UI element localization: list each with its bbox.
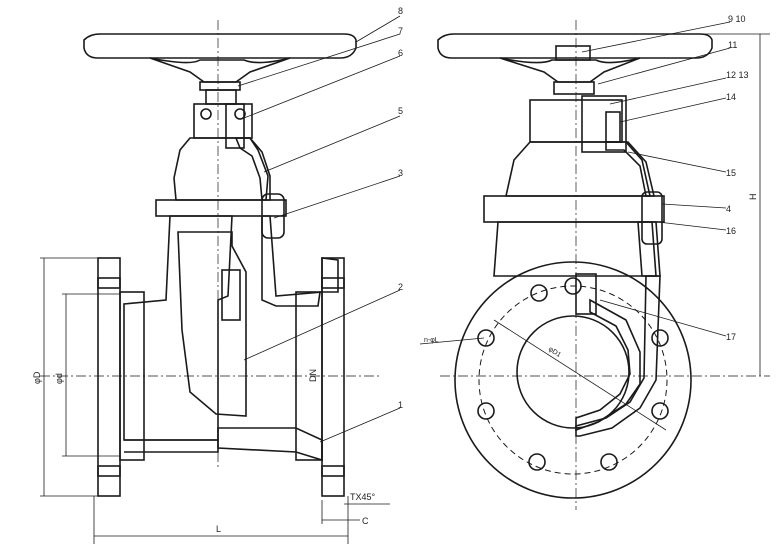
stem-cap-left	[205, 89, 237, 105]
leader-5	[263, 115, 401, 173]
flange-bolt-right	[641, 191, 663, 245]
front-section-view	[40, 15, 401, 544]
body-neck-right	[493, 221, 661, 277]
leader-11	[597, 47, 731, 85]
handwheel-right	[437, 33, 713, 59]
balloon-4: 4	[726, 204, 731, 214]
dim-D1-line	[493, 319, 667, 431]
wedge-gate-left	[177, 231, 247, 417]
body-wall-section-right	[575, 275, 661, 437]
flange-right-end	[321, 257, 345, 497]
bore	[516, 315, 630, 429]
bolt-left-b	[234, 108, 246, 120]
bolt-hole-4	[528, 453, 546, 471]
leader-6	[243, 55, 401, 119]
leader-1	[319, 407, 401, 443]
leader-16	[657, 221, 727, 231]
bolt-hole-3	[477, 402, 495, 420]
handwheel-hub-left	[149, 57, 291, 83]
bonnet-wall-right	[605, 141, 656, 197]
dim-label-H: H	[748, 194, 758, 201]
balloon-5: 5	[398, 106, 403, 116]
leader-8	[355, 15, 401, 43]
balloon-11: 11	[728, 40, 737, 50]
bolt-hole-2	[477, 329, 495, 347]
handwheel-hub-right	[499, 57, 641, 83]
bonnet-right	[505, 141, 651, 197]
leader-2	[243, 289, 401, 361]
dim-label-d: φd	[54, 373, 64, 384]
bonnet-flange-right	[483, 195, 665, 223]
leader-1213	[609, 77, 727, 105]
body-bottom-section	[217, 427, 323, 462]
handwheel-cap-right	[555, 45, 591, 61]
balloon-2: 2	[398, 282, 403, 292]
bolt-hole-6	[651, 402, 669, 420]
dim-label-L: L	[216, 524, 221, 534]
leader-bolts	[419, 337, 485, 345]
gland-section-left	[225, 103, 245, 149]
leader-14	[619, 97, 727, 123]
dim-label-bolts: n-φL	[424, 337, 439, 344]
body-wall-section-left	[261, 215, 339, 307]
side-section-view	[419, 20, 770, 510]
balloon-3: 3	[398, 168, 403, 178]
stem-nut-left	[221, 269, 241, 321]
handwheel-nut-left	[199, 81, 241, 91]
bonnet-flange-left	[155, 199, 287, 217]
leader-4	[661, 203, 727, 209]
gate-section-right	[575, 298, 641, 432]
dim-label-C: C	[362, 516, 369, 526]
balloon-17: 17	[726, 332, 736, 342]
body-bottom-outline	[124, 439, 219, 453]
bolt-hole-7	[651, 329, 669, 347]
balloon-9-10: 9 10	[728, 14, 746, 24]
leader-3	[273, 175, 401, 219]
flange-hole-lt	[97, 277, 121, 289]
bolt-circle	[478, 285, 668, 475]
balloon-1: 1	[398, 400, 403, 410]
balloon-12-13: 12 13	[726, 70, 749, 80]
bolt-hole-top	[564, 277, 582, 295]
handwheel-nut-right	[553, 81, 595, 95]
balloon-7: 7	[398, 26, 403, 36]
bonnet-left	[173, 137, 269, 201]
dim-label-chamfer: TX45°	[350, 492, 376, 502]
flange-hole-lb	[97, 465, 121, 477]
body-neck-wall-right	[637, 221, 657, 277]
leader-7	[237, 33, 401, 87]
flange-hole-rt	[321, 277, 345, 289]
bolt-left-a	[200, 108, 212, 120]
bolt-hole-5	[600, 453, 618, 471]
balloon-6: 6	[398, 48, 403, 58]
bolt-hole-1	[530, 284, 548, 302]
gland-section-right	[581, 95, 627, 153]
balloon-16: 16	[726, 226, 736, 236]
balloon-14: 14	[726, 92, 736, 102]
flange-hole-rb	[321, 465, 345, 477]
bolt-right	[605, 111, 621, 143]
handwheel-left	[83, 33, 357, 59]
body-flange-disc	[454, 261, 692, 499]
balloon-15: 15	[726, 168, 736, 178]
dim-label-D: φD	[32, 371, 42, 384]
leader-15	[627, 151, 727, 173]
dim-label-DN: DN	[308, 369, 318, 382]
dim-label-D1: φD1	[547, 346, 562, 359]
labels: 8 7 6 5 3 2 1 9 10 11 12 13 14 15 4 16 1…	[32, 6, 758, 534]
leader-910	[581, 21, 731, 53]
balloon-8: 8	[398, 6, 403, 16]
leader-17	[599, 299, 727, 337]
